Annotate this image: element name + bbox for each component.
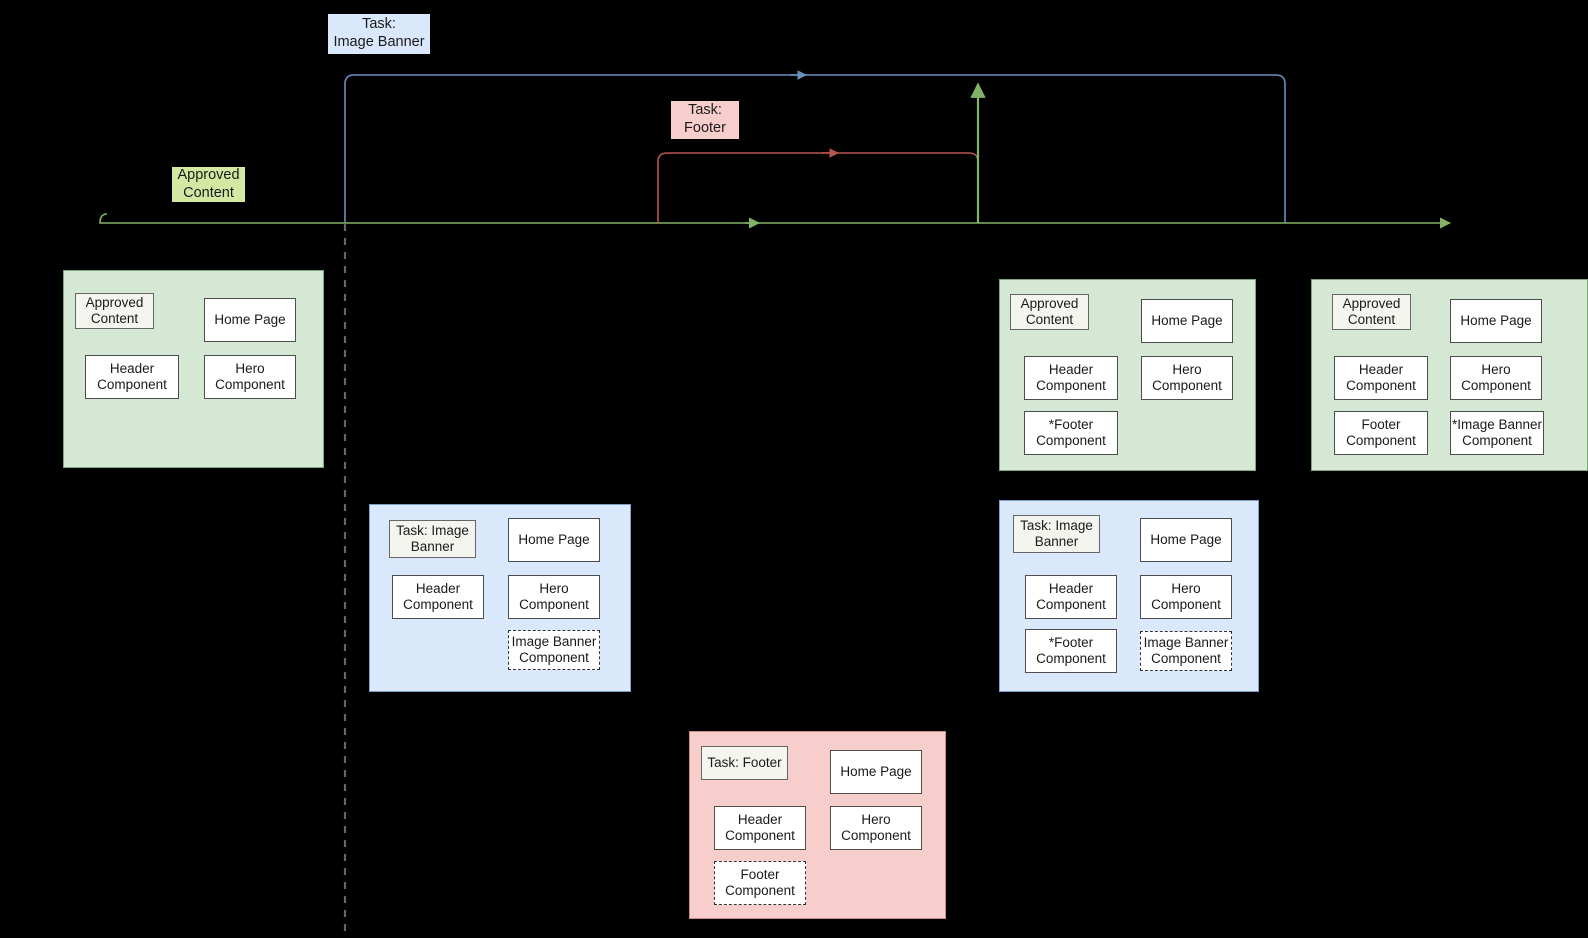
node-task-image-banner: Task: Image Banner — [389, 520, 476, 558]
node-header-component: Header Component — [1334, 356, 1428, 400]
approved-content-chip: Approved Content — [172, 167, 245, 202]
node-home-page: Home Page — [1140, 518, 1232, 562]
node-task-footer: Task: Footer — [701, 746, 788, 780]
node-task-image-banner: Task: Image Banner — [1013, 515, 1100, 553]
node-image-banner-component: Image Banner Component — [1140, 631, 1232, 671]
node-hero-component: Hero Component — [1141, 356, 1233, 400]
node-hero-component: Hero Component — [508, 575, 600, 619]
node-image-banner-component: Image Banner Component — [508, 630, 600, 670]
node-hero-component: Hero Component — [830, 806, 922, 850]
node-header-component: Header Component — [1024, 356, 1118, 400]
node-header-component: Header Component — [714, 806, 806, 850]
node-header-component: Header Component — [85, 355, 179, 399]
node-approved-content: Approved Content — [1332, 294, 1411, 330]
node-header-component: Header Component — [392, 575, 484, 619]
task-footer-chip: Task: Footer — [671, 101, 739, 139]
node-hero-component: Hero Component — [1140, 575, 1232, 619]
node-home-page: Home Page — [508, 518, 600, 562]
node-footer-component: Footer Component — [1334, 411, 1428, 455]
node-home-page: Home Page — [1450, 299, 1542, 343]
node-hero-component: Hero Component — [1450, 356, 1542, 400]
node-footer-component-starred: *Footer Component — [1024, 411, 1118, 455]
branch-image-banner — [344, 74, 1286, 223]
node-home-page: Home Page — [1141, 299, 1233, 343]
node-footer-component-starred: *Footer Component — [1025, 629, 1117, 673]
branch-footer — [657, 152, 979, 223]
node-approved-content: Approved Content — [75, 293, 154, 329]
node-approved-content: Approved Content — [1010, 294, 1089, 330]
node-footer-component: Footer Component — [714, 861, 806, 905]
task-image-banner-chip: Task: Image Banner — [328, 14, 430, 54]
node-header-component: Header Component — [1025, 575, 1117, 619]
node-home-page: Home Page — [830, 750, 922, 794]
node-home-page: Home Page — [204, 298, 296, 342]
node-image-banner-component-starred: *Image Banner Component — [1450, 411, 1544, 455]
timeline-baseline-green — [99, 213, 1452, 229]
node-hero-component: Hero Component — [204, 355, 296, 399]
